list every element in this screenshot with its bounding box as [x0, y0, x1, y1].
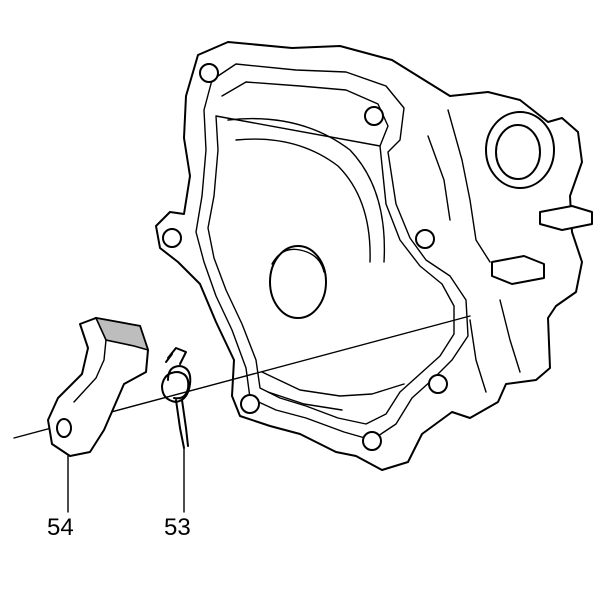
- bolt-hole: [364, 106, 384, 126]
- bearing-bore-inner: [495, 124, 541, 180]
- spring-53: [161, 347, 192, 449]
- right-side-detail: [427, 109, 521, 393]
- center-boss-top: [271, 248, 325, 273]
- bore-sweep-inner: [235, 138, 371, 263]
- spring-leg: [175, 399, 189, 449]
- housing: [155, 41, 593, 471]
- bore-sweep: [227, 117, 386, 263]
- callout-53-label: 53: [164, 514, 191, 541]
- lower-pocket: [261, 371, 405, 411]
- center-boss: [269, 245, 327, 319]
- bolt-hole: [362, 431, 382, 451]
- lever-edge: [73, 339, 107, 403]
- housing-outline: [155, 41, 583, 471]
- bolt-hole: [162, 228, 182, 248]
- spring-hook: [165, 347, 187, 365]
- lever-54: [47, 316, 150, 457]
- ledge-lower: [491, 255, 545, 285]
- gasket-face: [195, 63, 469, 441]
- ledge-upper: [539, 205, 593, 231]
- lever-tab: [94, 316, 150, 352]
- bolt-hole: [199, 63, 219, 83]
- bolt-hole: [428, 374, 448, 394]
- bolt-hole: [240, 394, 260, 414]
- spring-coil: [161, 365, 192, 403]
- bolt-hole: [415, 229, 435, 249]
- gasket-inner: [207, 81, 455, 425]
- lever-pivot-hole: [56, 418, 72, 438]
- callout-54-label: 54: [47, 514, 74, 541]
